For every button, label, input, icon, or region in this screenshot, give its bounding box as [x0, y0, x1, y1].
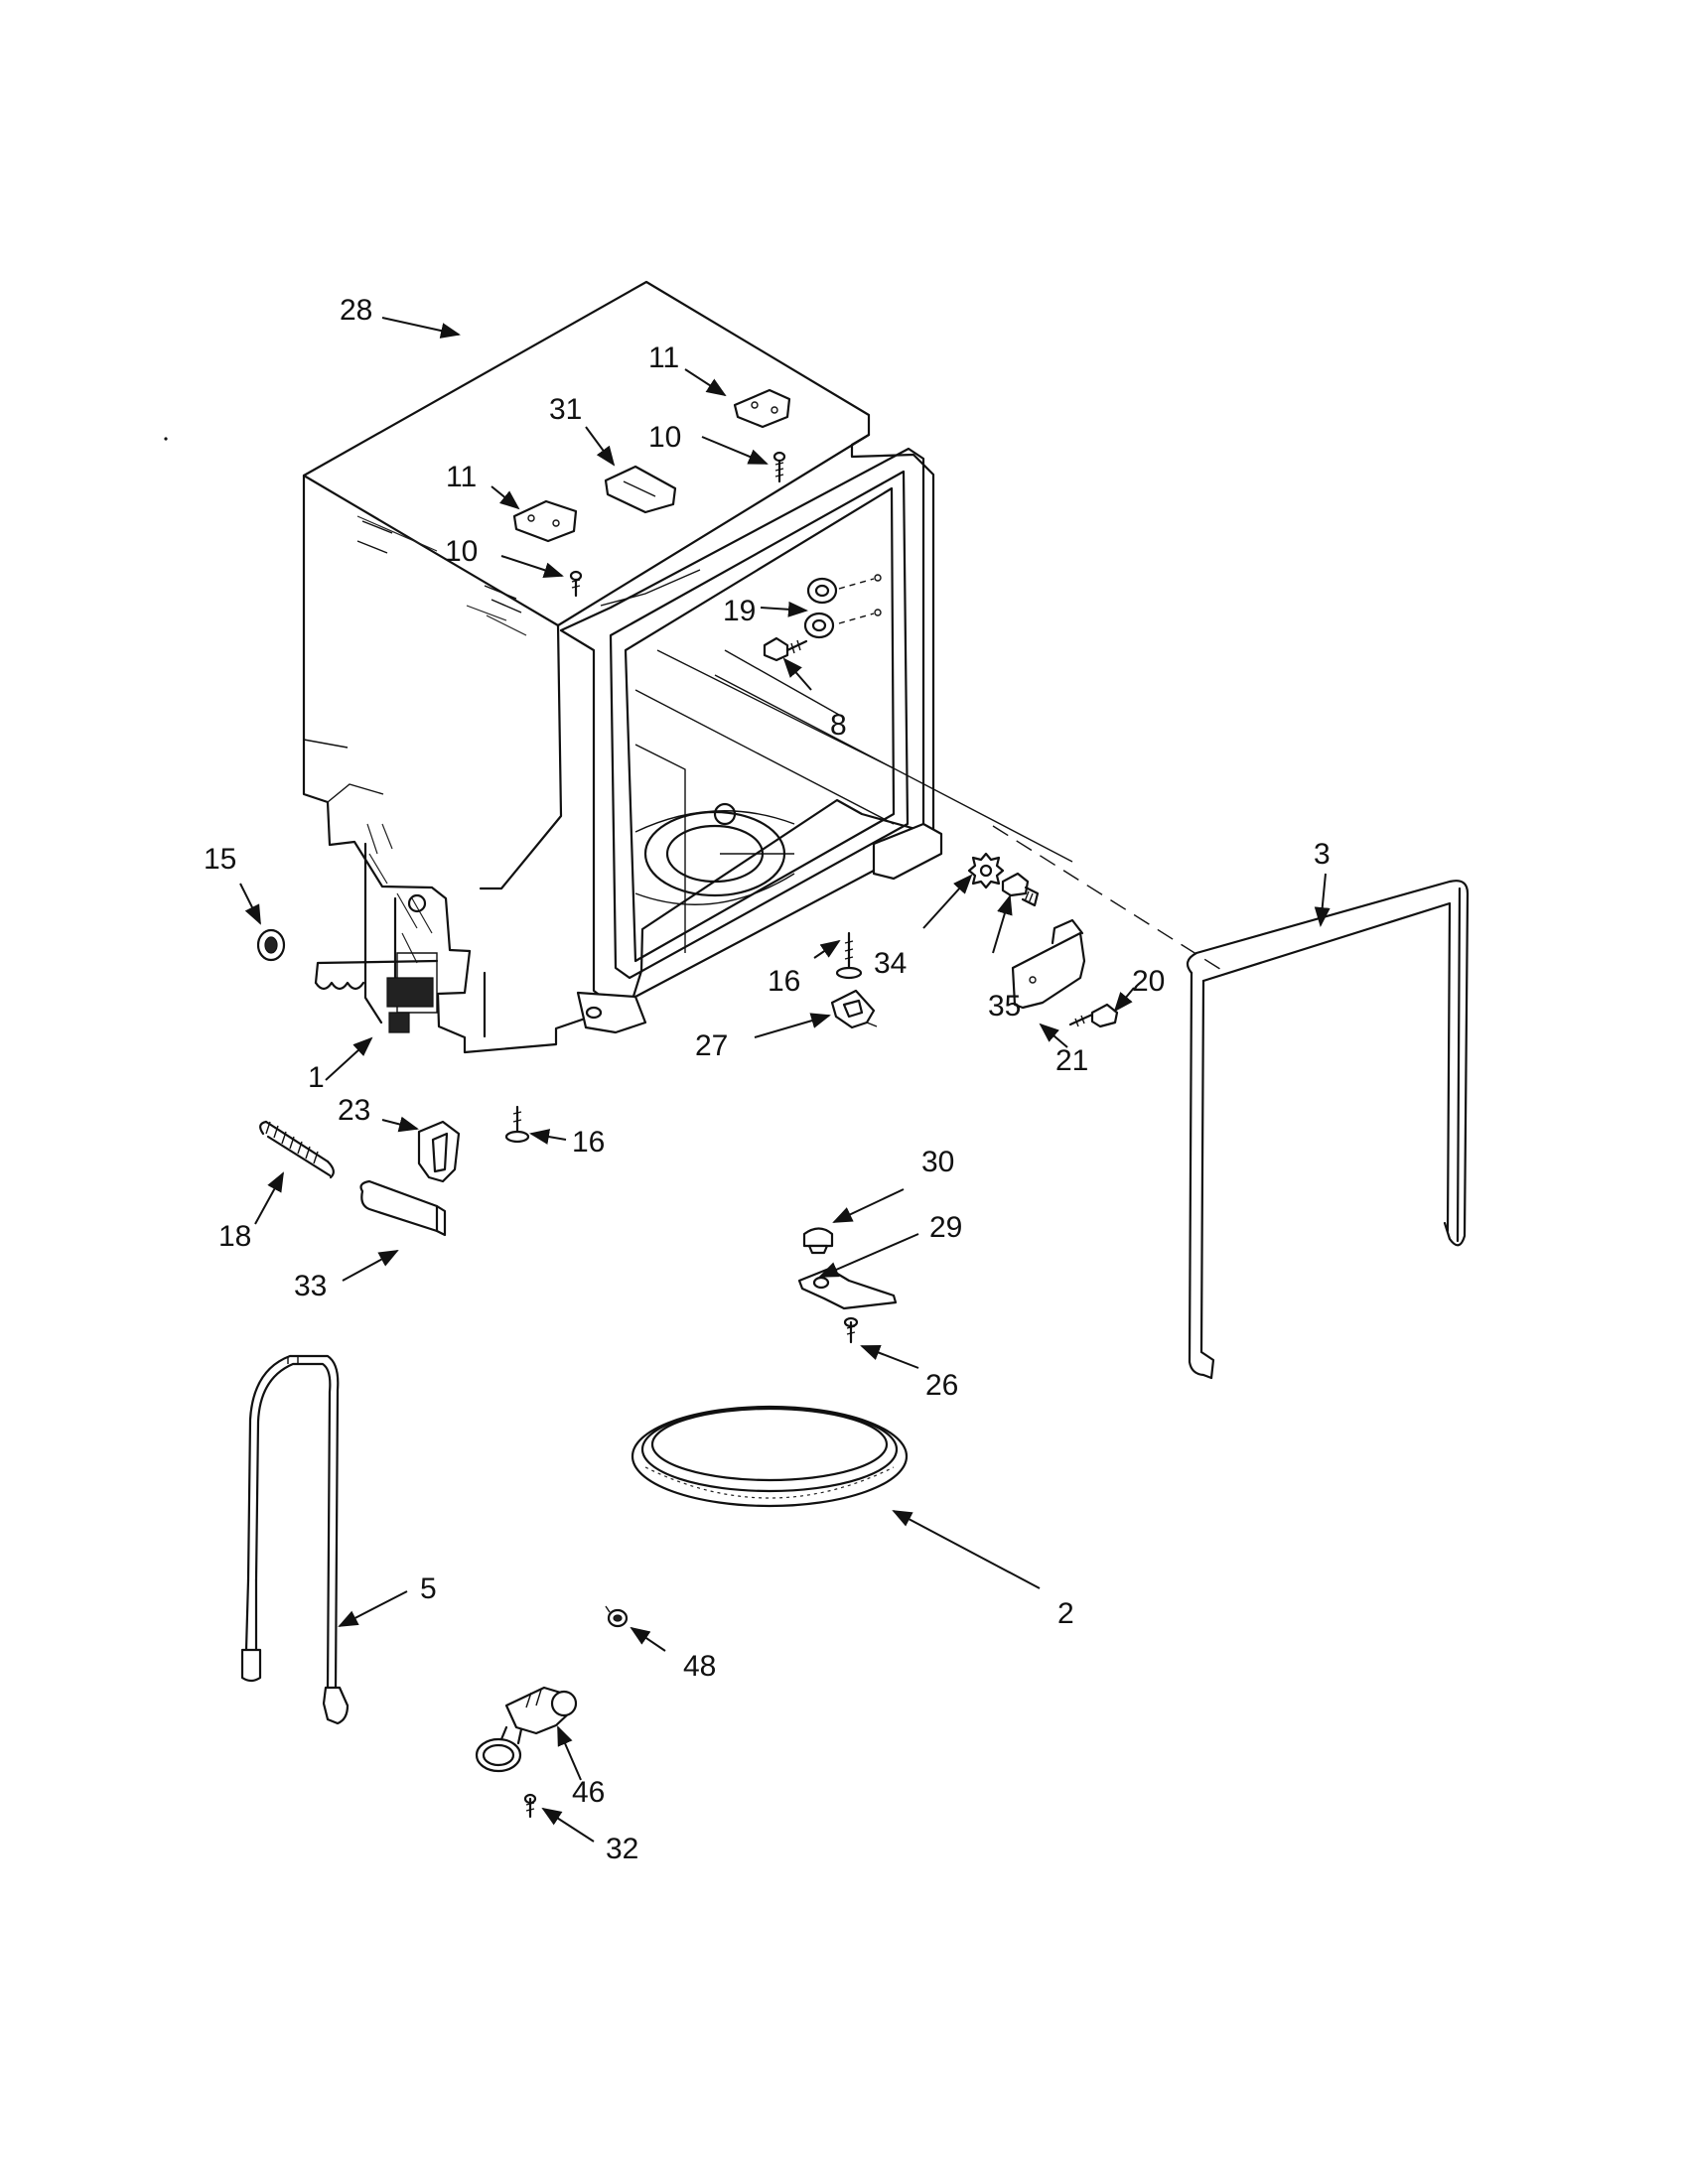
thermostat [802, 1227, 834, 1255]
screw-clamp [523, 1793, 537, 1819]
screw-left [569, 570, 583, 598]
callout-labels: 28 11 10 31 11 10 19 8 15 3 16 34 35 20 … [204, 294, 1331, 1865]
callout-1: 1 [308, 1061, 325, 1094]
callout-32: 32 [606, 1833, 638, 1865]
star-washer [967, 852, 1005, 889]
callout-15: 15 [204, 843, 236, 876]
door-spring-link [417, 1120, 461, 1183]
roller-screw [763, 636, 808, 662]
callout-2: 2 [1057, 1597, 1074, 1630]
callout-27: 27 [695, 1029, 728, 1062]
callout-leaders [239, 317, 1331, 1843]
callout-10-left: 10 [445, 535, 478, 568]
callout-3: 3 [1314, 838, 1331, 871]
heating-element [240, 1354, 350, 1725]
leg-clip [830, 989, 878, 1029]
callout-10-right: 10 [648, 421, 681, 454]
vent-bracket [604, 465, 677, 514]
callout-23: 23 [338, 1094, 370, 1127]
bolt [1001, 872, 1040, 907]
callout-33: 33 [294, 1270, 327, 1302]
callout-8: 8 [830, 709, 847, 742]
callout-19: 19 [723, 595, 756, 627]
leveling-leg-rear [504, 1105, 530, 1144]
callout-29: 29 [929, 1211, 962, 1244]
callout-46: 46 [572, 1776, 605, 1809]
callout-30: 30 [921, 1146, 954, 1178]
callout-31: 31 [549, 393, 582, 426]
callout-16-front: 16 [768, 965, 800, 998]
hinge-bracket-right [733, 388, 791, 429]
callout-20: 20 [1132, 965, 1165, 998]
callout-11-left: 11 [446, 461, 477, 493]
nut-small [605, 1605, 629, 1628]
callout-48: 48 [683, 1650, 716, 1683]
tub-assembly [302, 280, 1227, 1054]
callout-16-rear: 16 [572, 1126, 605, 1159]
stray-mark [164, 437, 168, 441]
callout-11-right: 11 [648, 341, 679, 374]
callout-18: 18 [218, 1220, 251, 1253]
callout-5: 5 [420, 1572, 437, 1605]
sump-gasket [631, 1405, 909, 1508]
hose-clamp [475, 1686, 578, 1773]
callout-26: 26 [925, 1369, 958, 1402]
thermostat-bracket [797, 1267, 898, 1310]
mounting-bracket [1011, 918, 1086, 1010]
callout-34: 34 [874, 947, 907, 980]
nut [256, 928, 286, 962]
door-gasket [1186, 880, 1470, 1380]
screw-bracket [1068, 1003, 1119, 1028]
leveling-leg-front [835, 931, 863, 980]
callout-28: 28 [340, 294, 372, 327]
screw-right [772, 451, 786, 483]
door-spring [259, 1120, 335, 1179]
rack-rollers [803, 574, 882, 639]
pad [359, 1179, 447, 1237]
screw-thermostat [843, 1316, 859, 1344]
callout-21: 21 [1055, 1044, 1088, 1077]
hinge-bracket-left [512, 499, 578, 543]
callout-35: 35 [988, 990, 1021, 1023]
